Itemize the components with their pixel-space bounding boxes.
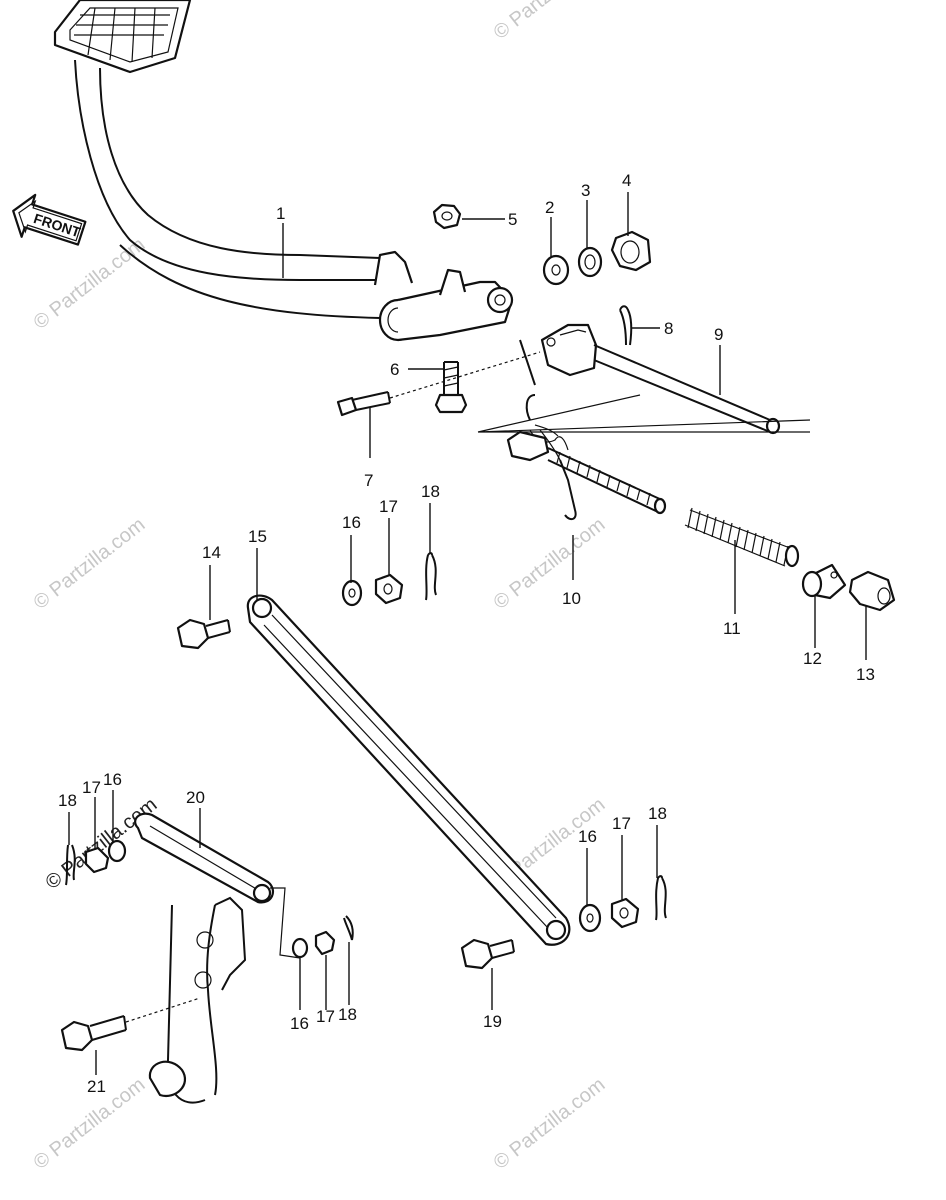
watermark: © Partzilla.com xyxy=(30,234,150,334)
callout-7: 7 xyxy=(364,471,373,490)
watermark: © Partzilla.com xyxy=(490,514,610,614)
callout-3: 3 xyxy=(581,181,590,200)
guide-lines xyxy=(477,394,811,433)
link-rod-15 xyxy=(246,594,571,946)
callout-8: 8 xyxy=(664,319,673,338)
callout-13: 13 xyxy=(856,665,875,684)
callout-2: 2 xyxy=(545,198,554,217)
callout-17: 17 xyxy=(612,814,631,833)
clip-18-lower xyxy=(343,915,354,941)
return-spring-10 xyxy=(506,339,667,521)
callout-18: 18 xyxy=(648,804,667,823)
callout-15: 15 xyxy=(248,527,267,546)
watermarks: © Partzilla.com © Partzilla.com © Partzi… xyxy=(30,0,610,1174)
bolt-19 xyxy=(460,938,515,970)
callout-10: 10 xyxy=(562,589,581,608)
callout-17: 17 xyxy=(316,1007,335,1026)
callout-16: 16 xyxy=(103,770,122,789)
bolt-21 xyxy=(60,997,201,1052)
callout-16: 16 xyxy=(578,827,597,846)
callout-6: 6 xyxy=(390,360,399,379)
washer-16-lower xyxy=(291,937,309,959)
washer-2 xyxy=(542,254,570,286)
clevis-pin-7 xyxy=(336,351,541,417)
spring-11 xyxy=(684,507,800,568)
callout-17: 17 xyxy=(82,778,101,797)
callouts: 1 2 3 4 5 6 7 8 9 10 11 12 13 14 15 16 1… xyxy=(58,171,875,1096)
callout-5: 5 xyxy=(508,210,517,229)
callout-20: 20 xyxy=(186,788,205,807)
callout-18: 18 xyxy=(338,1005,357,1024)
front-arrow-icon: FRONT xyxy=(12,193,87,246)
watermark: © Partzilla.com xyxy=(30,514,150,614)
clip-18-right xyxy=(655,875,667,921)
collar-12 xyxy=(801,563,847,600)
callout-21: 21 xyxy=(87,1077,106,1096)
leader-lines xyxy=(68,192,867,1075)
callout-16: 16 xyxy=(290,1014,309,1033)
washer-16-left xyxy=(107,839,127,863)
nut-17-left xyxy=(84,846,110,874)
brake-pedal xyxy=(53,0,514,342)
callout-9: 9 xyxy=(714,325,723,344)
callout-11: 11 xyxy=(723,619,741,638)
lock-washer-3 xyxy=(577,246,603,278)
clip-18-upper xyxy=(425,552,437,601)
callout-17: 17 xyxy=(379,497,398,516)
brake-rod-9 xyxy=(540,323,781,435)
link-20 xyxy=(134,812,275,904)
cotter-pin-8 xyxy=(619,305,633,346)
washer-16-upper xyxy=(341,579,363,607)
callout-14: 14 xyxy=(202,543,221,562)
clip-18-left xyxy=(65,844,76,886)
nut-17-right xyxy=(610,897,640,929)
bolt-6 xyxy=(434,361,468,414)
watermark: © Partzilla.com xyxy=(490,1074,610,1174)
cap-nut-13 xyxy=(848,570,896,612)
callout-12: 12 xyxy=(803,649,822,668)
callout-1: 1 xyxy=(276,204,285,223)
nut-17-upper xyxy=(374,573,404,605)
callout-16: 16 xyxy=(342,513,361,532)
cap-nut-4 xyxy=(610,230,652,272)
callout-4: 4 xyxy=(622,171,631,190)
frame-bracket xyxy=(148,887,301,1104)
nut-5 xyxy=(432,203,462,230)
bolt-14 xyxy=(176,618,231,650)
callout-19: 19 xyxy=(483,1012,502,1031)
callout-18: 18 xyxy=(58,791,77,810)
callout-18: 18 xyxy=(421,482,440,501)
nut-17-lower xyxy=(314,930,336,956)
watermark: © Partzilla.com xyxy=(490,0,610,44)
washer-16-right xyxy=(578,903,602,933)
